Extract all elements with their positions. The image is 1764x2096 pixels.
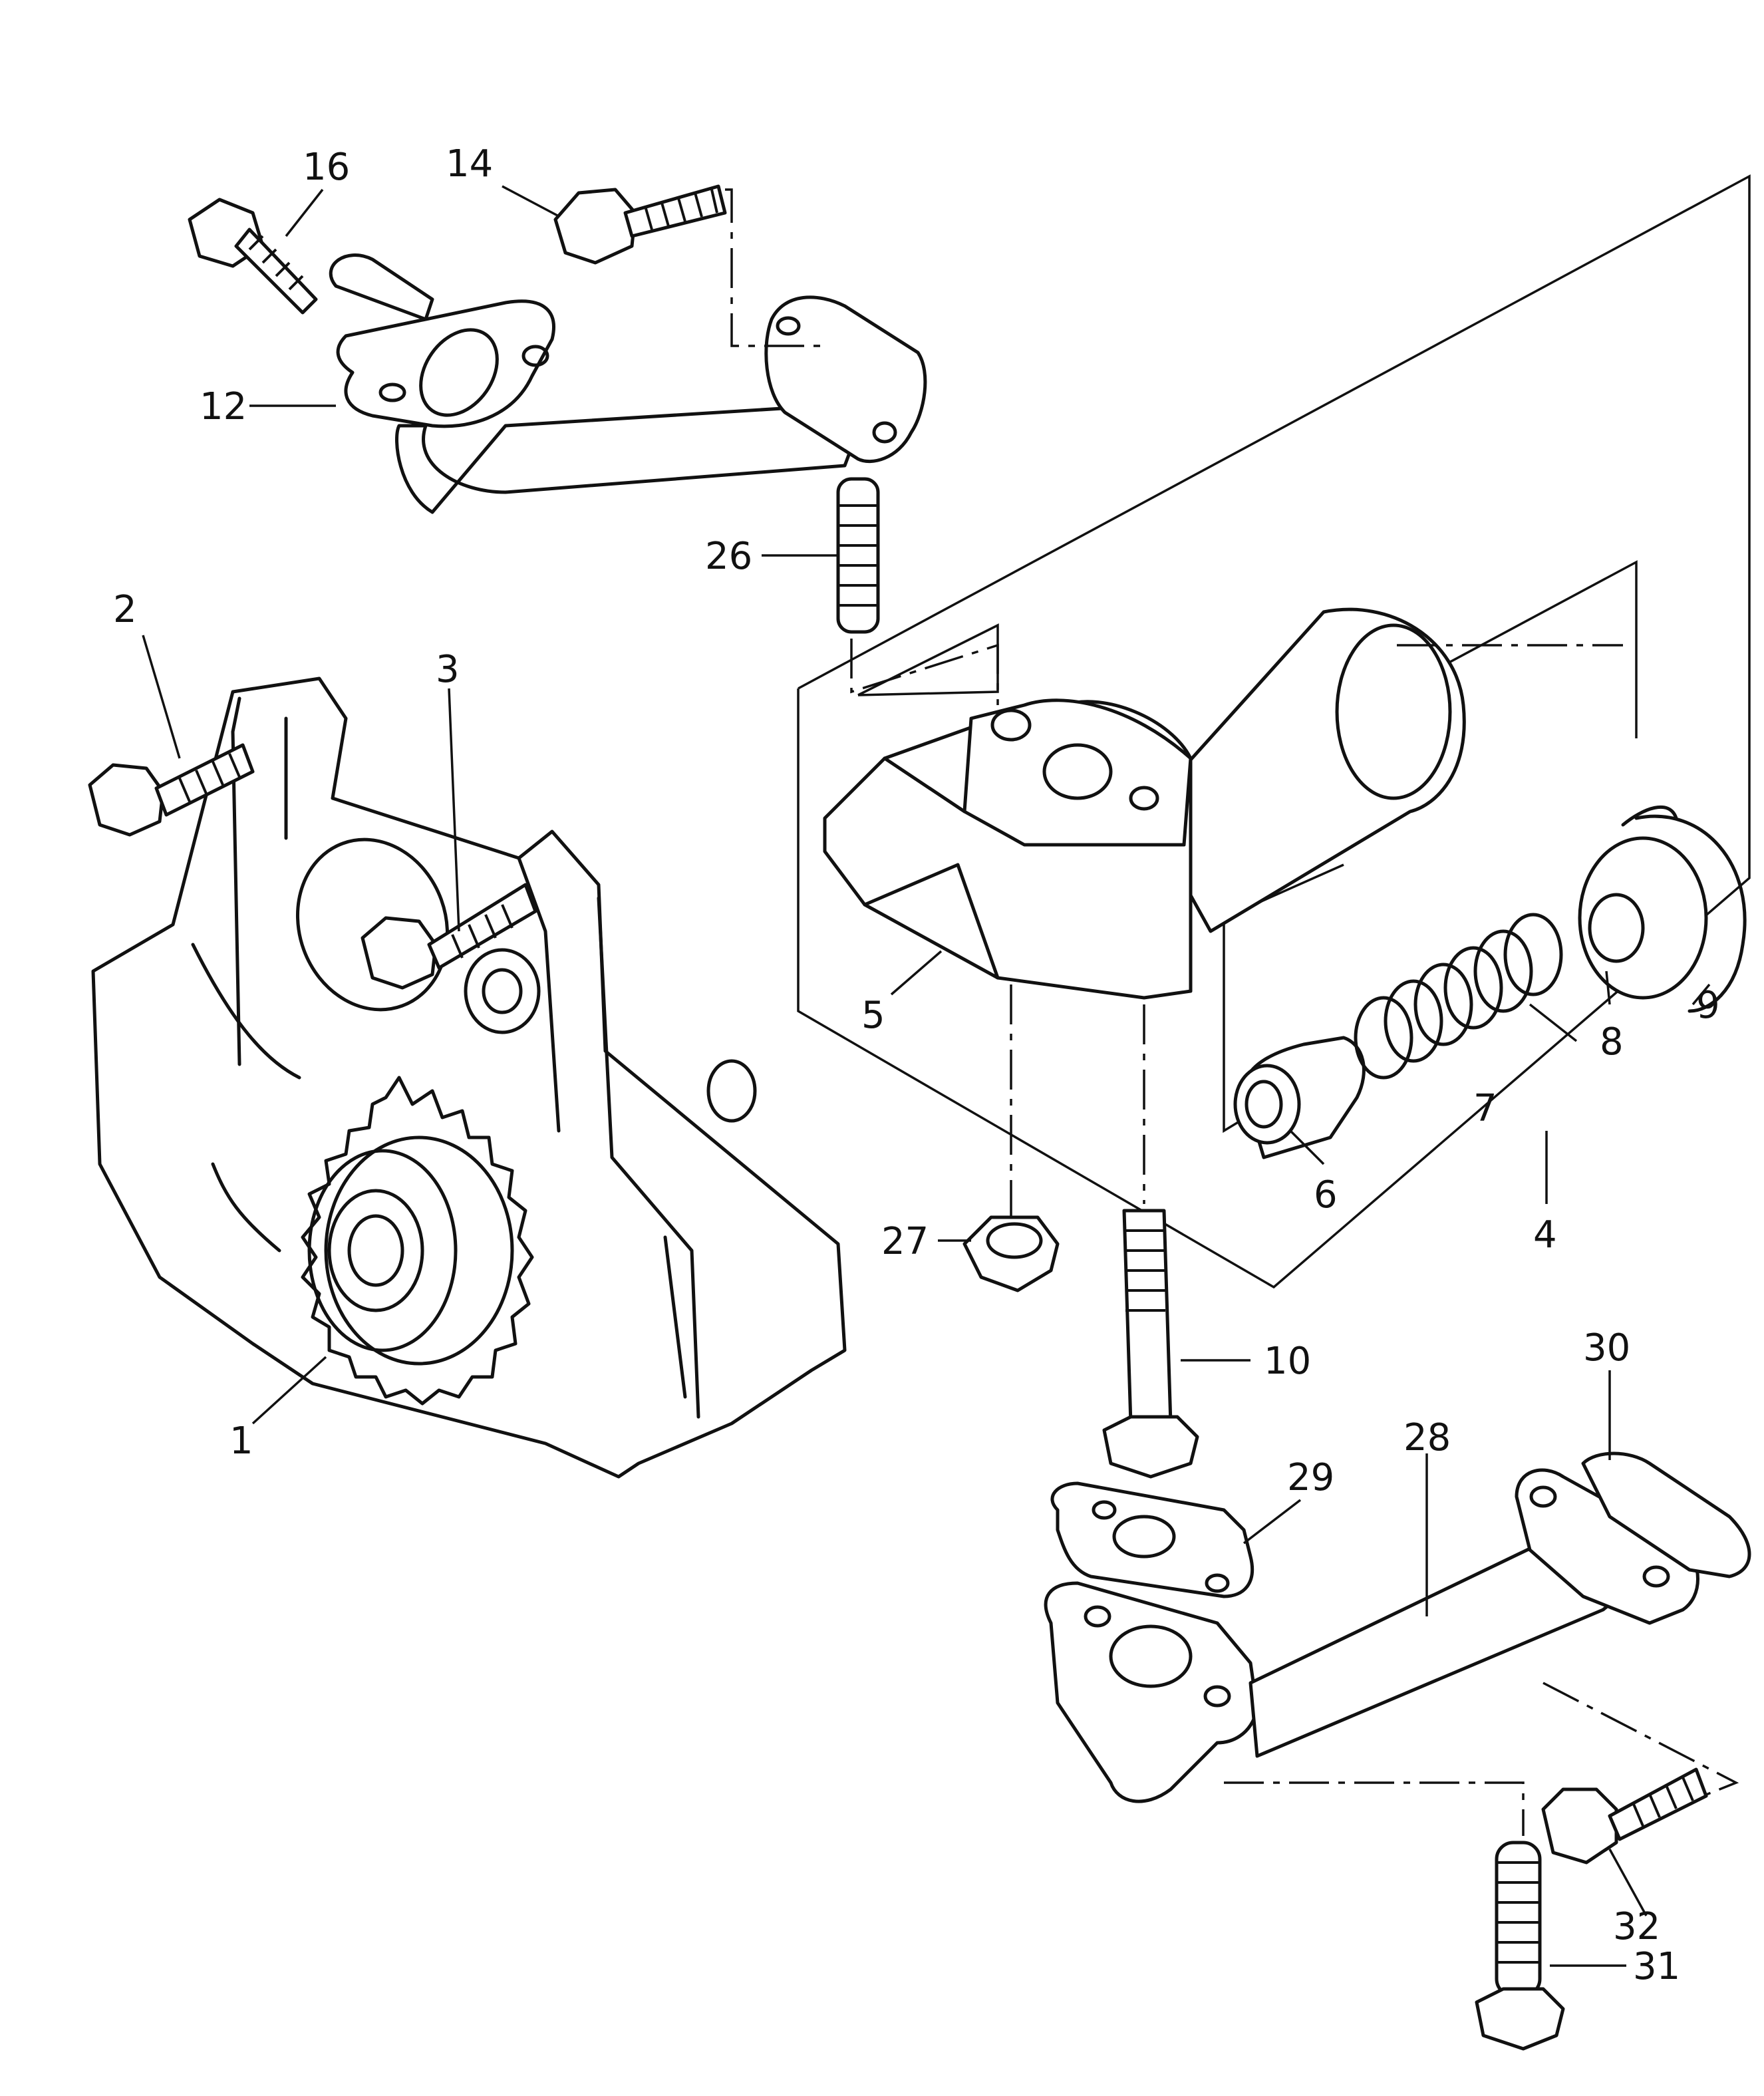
callout-32: 32 — [1613, 1905, 1660, 1948]
callout-2: 2 — [113, 588, 137, 631]
bolt-3 — [361, 883, 537, 990]
gasket-30 — [1581, 1451, 1751, 1578]
callout-12: 12 — [200, 385, 247, 428]
callout-leaders — [142, 185, 1711, 1967]
callout-29: 29 — [1287, 1456, 1334, 1499]
bolt-10 — [1102, 1209, 1199, 1479]
callout-9: 9 — [1696, 984, 1720, 1027]
callout-31: 31 — [1633, 1945, 1680, 1988]
oil-pump-body-1 — [91, 676, 847, 1479]
assembly-center-lines — [725, 188, 1739, 1836]
washer-icon — [1578, 836, 1708, 1000]
callout-8: 8 — [1600, 1020, 1624, 1064]
callout-30: 30 — [1583, 1326, 1630, 1370]
bolt-31 — [1475, 1841, 1565, 2051]
stud-26 — [836, 477, 880, 634]
callout-27: 27 — [881, 1220, 929, 1263]
callout-7: 7 — [1473, 1087, 1497, 1130]
callout-4: 4 — [1533, 1213, 1557, 1257]
callout-16: 16 — [303, 146, 350, 189]
snap-ring-icon — [1621, 805, 1747, 1013]
callout-1: 1 — [229, 1420, 253, 1463]
callout-26: 26 — [705, 535, 752, 578]
bolt-32 — [1541, 1767, 1708, 1865]
callout-28: 28 — [1403, 1416, 1451, 1459]
callout-3: 3 — [436, 648, 460, 691]
gasket-29 — [1050, 1481, 1254, 1598]
callout-labels: 16 14 12 26 2 3 1 5 7 6 8 9 4 27 10 29 2… — [113, 142, 1720, 1988]
nut-27 — [962, 1215, 1060, 1292]
delivery-pipe-28 — [1044, 1468, 1699, 1803]
gear-icon — [301, 1076, 534, 1406]
callout-5: 5 — [861, 994, 885, 1037]
spring-icon — [1354, 913, 1563, 1080]
callout-14: 14 — [446, 142, 493, 186]
plunger-6 — [1233, 1036, 1366, 1159]
callout-6: 6 — [1314, 1173, 1338, 1217]
bolt-14 — [553, 184, 727, 265]
bolt-2 — [88, 743, 255, 837]
bolt-16 — [188, 198, 318, 315]
suction-pipe-12 — [329, 253, 927, 514]
callout-10: 10 — [1264, 1340, 1311, 1383]
relief-valve-body-5 — [823, 607, 1466, 1000]
